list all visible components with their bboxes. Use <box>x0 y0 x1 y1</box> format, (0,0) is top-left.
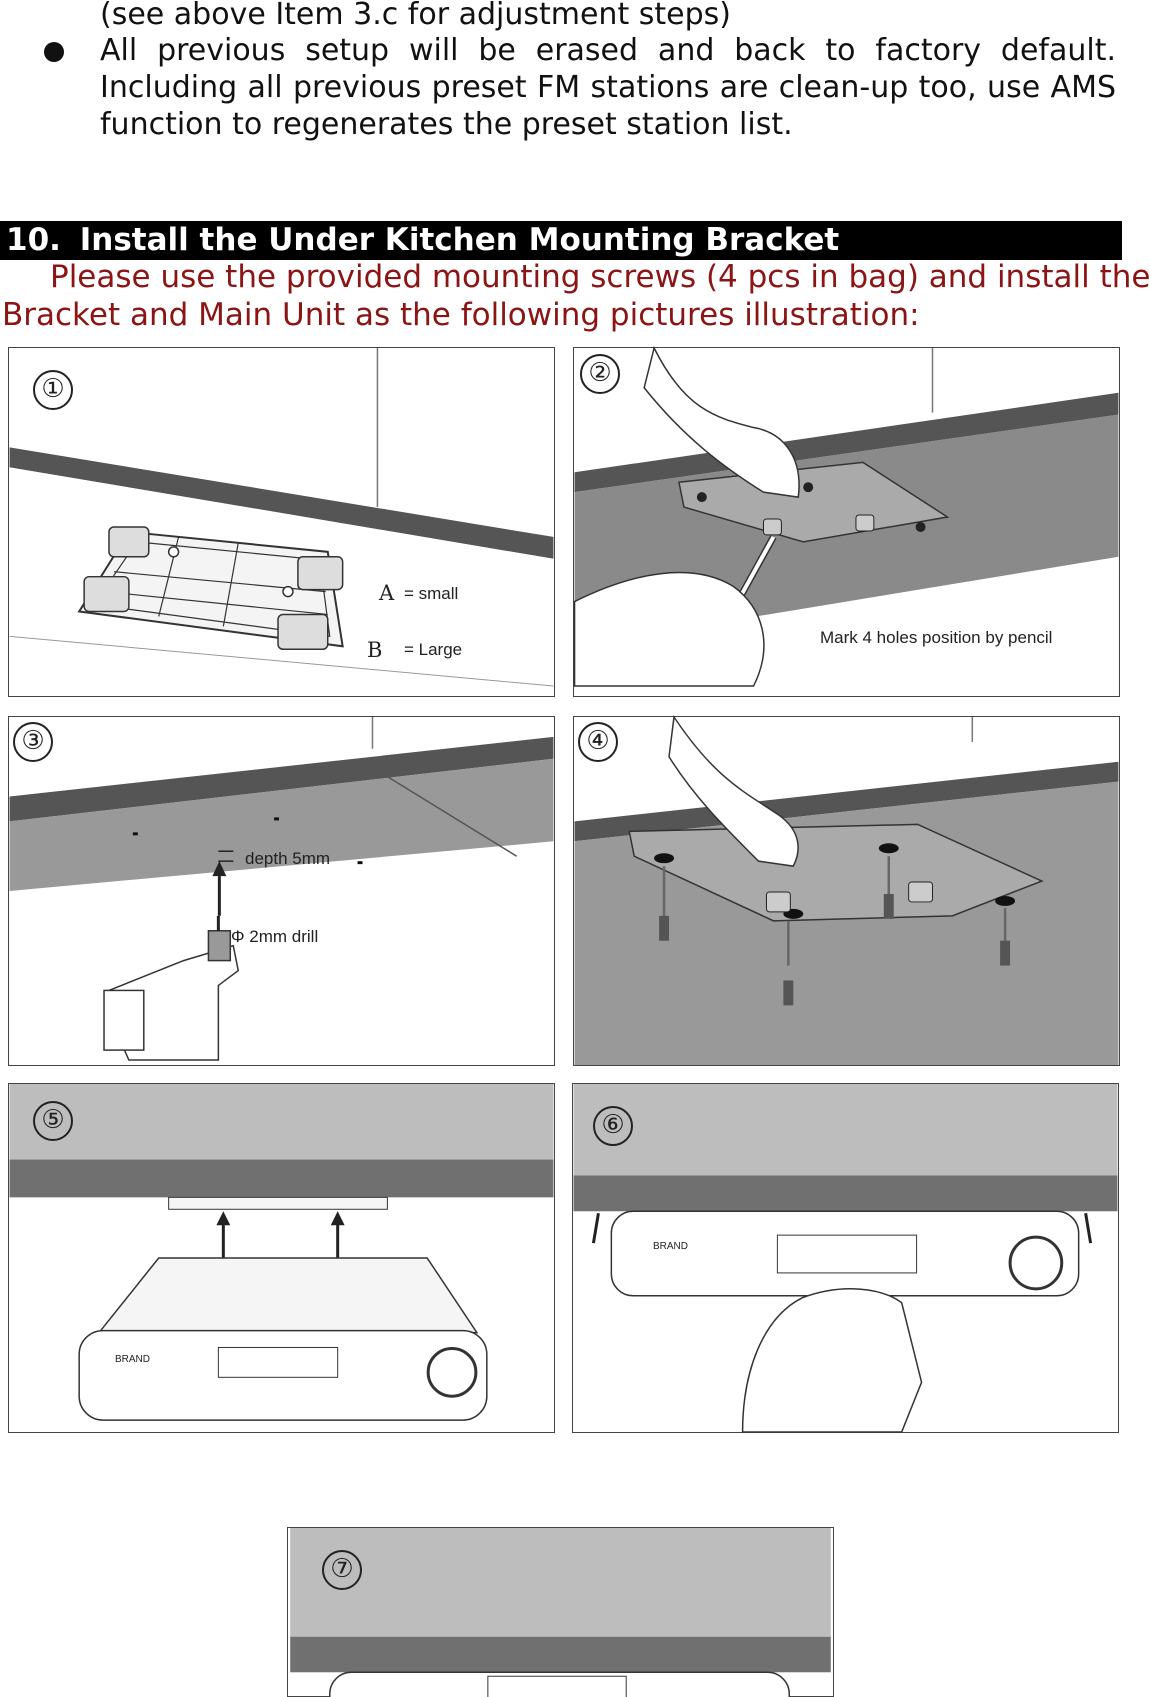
bullet-text-line-2: Including all previous preset FM station… <box>100 70 1116 105</box>
intro-line-2: Bracket and Main Unit as the following p… <box>2 297 920 333</box>
step-6-panel: ⑥ BRAND <box>572 1083 1119 1433</box>
installed-unit-illustration <box>290 1528 831 1697</box>
section-number: 10. <box>6 222 61 258</box>
section-heading-bar <box>0 221 1122 260</box>
screw-bracket-illustration <box>574 714 1119 1065</box>
step-2-panel: ② Mark 4 holes position by pencil <box>573 345 1120 697</box>
step-3-number: ③ <box>13 722 53 762</box>
bracket-parts-illustration <box>9 348 554 696</box>
step-7-panel: ⑦ <box>287 1527 834 1697</box>
section-heading: 10. Install the Under Kitchen Mounting B… <box>6 221 839 260</box>
bullet-dot-icon <box>44 42 64 62</box>
bullet-text-line-1: All previous setup will be erased and ba… <box>100 33 1116 68</box>
attach-main-unit-illustration <box>9 1084 554 1421</box>
step-6-number: ⑥ <box>593 1106 633 1146</box>
mark-holes-illustration <box>573 345 1119 696</box>
intro-line-1: Please use the provided mounting screws … <box>50 259 1150 295</box>
bullet-text-line-3: function to regenerates the preset stati… <box>100 107 793 142</box>
label-a-text: = small <box>404 584 459 603</box>
step-4-number: ④ <box>578 722 618 762</box>
label-a-letter: A <box>379 581 395 605</box>
depth-label: depth 5mm <box>245 849 331 868</box>
step-6-brand: BRAND <box>653 1241 689 1252</box>
label-b-letter: B <box>367 638 383 662</box>
step-5-panel: ⑤ BRAND <box>8 1083 555 1433</box>
previous-note-line: (see above Item 3.c for adjustment steps… <box>100 0 731 32</box>
step-2-number: ② <box>580 354 620 394</box>
step-7-number: ⑦ <box>322 1550 362 1590</box>
step-5-number: ⑤ <box>33 1101 73 1141</box>
slide-main-unit-illustration <box>573 1084 1118 1433</box>
step-1-number: ① <box>33 370 73 410</box>
step-2-caption: Mark 4 holes position by pencil <box>820 628 1053 647</box>
drill-label: Φ 2mm drill <box>231 927 319 946</box>
drill-holes-illustration <box>9 717 554 1065</box>
section-title: Install the Under Kitchen Mounting Brack… <box>79 222 840 258</box>
step-4-panel: ④ <box>573 714 1120 1066</box>
step-3-panel: ③ depth 5mm Φ 2mm drill <box>8 716 555 1066</box>
step-5-brand: BRAND <box>115 1354 151 1365</box>
label-b-text: = Large <box>404 640 463 659</box>
step-1-panel: ① A = small B = Large <box>8 347 555 697</box>
